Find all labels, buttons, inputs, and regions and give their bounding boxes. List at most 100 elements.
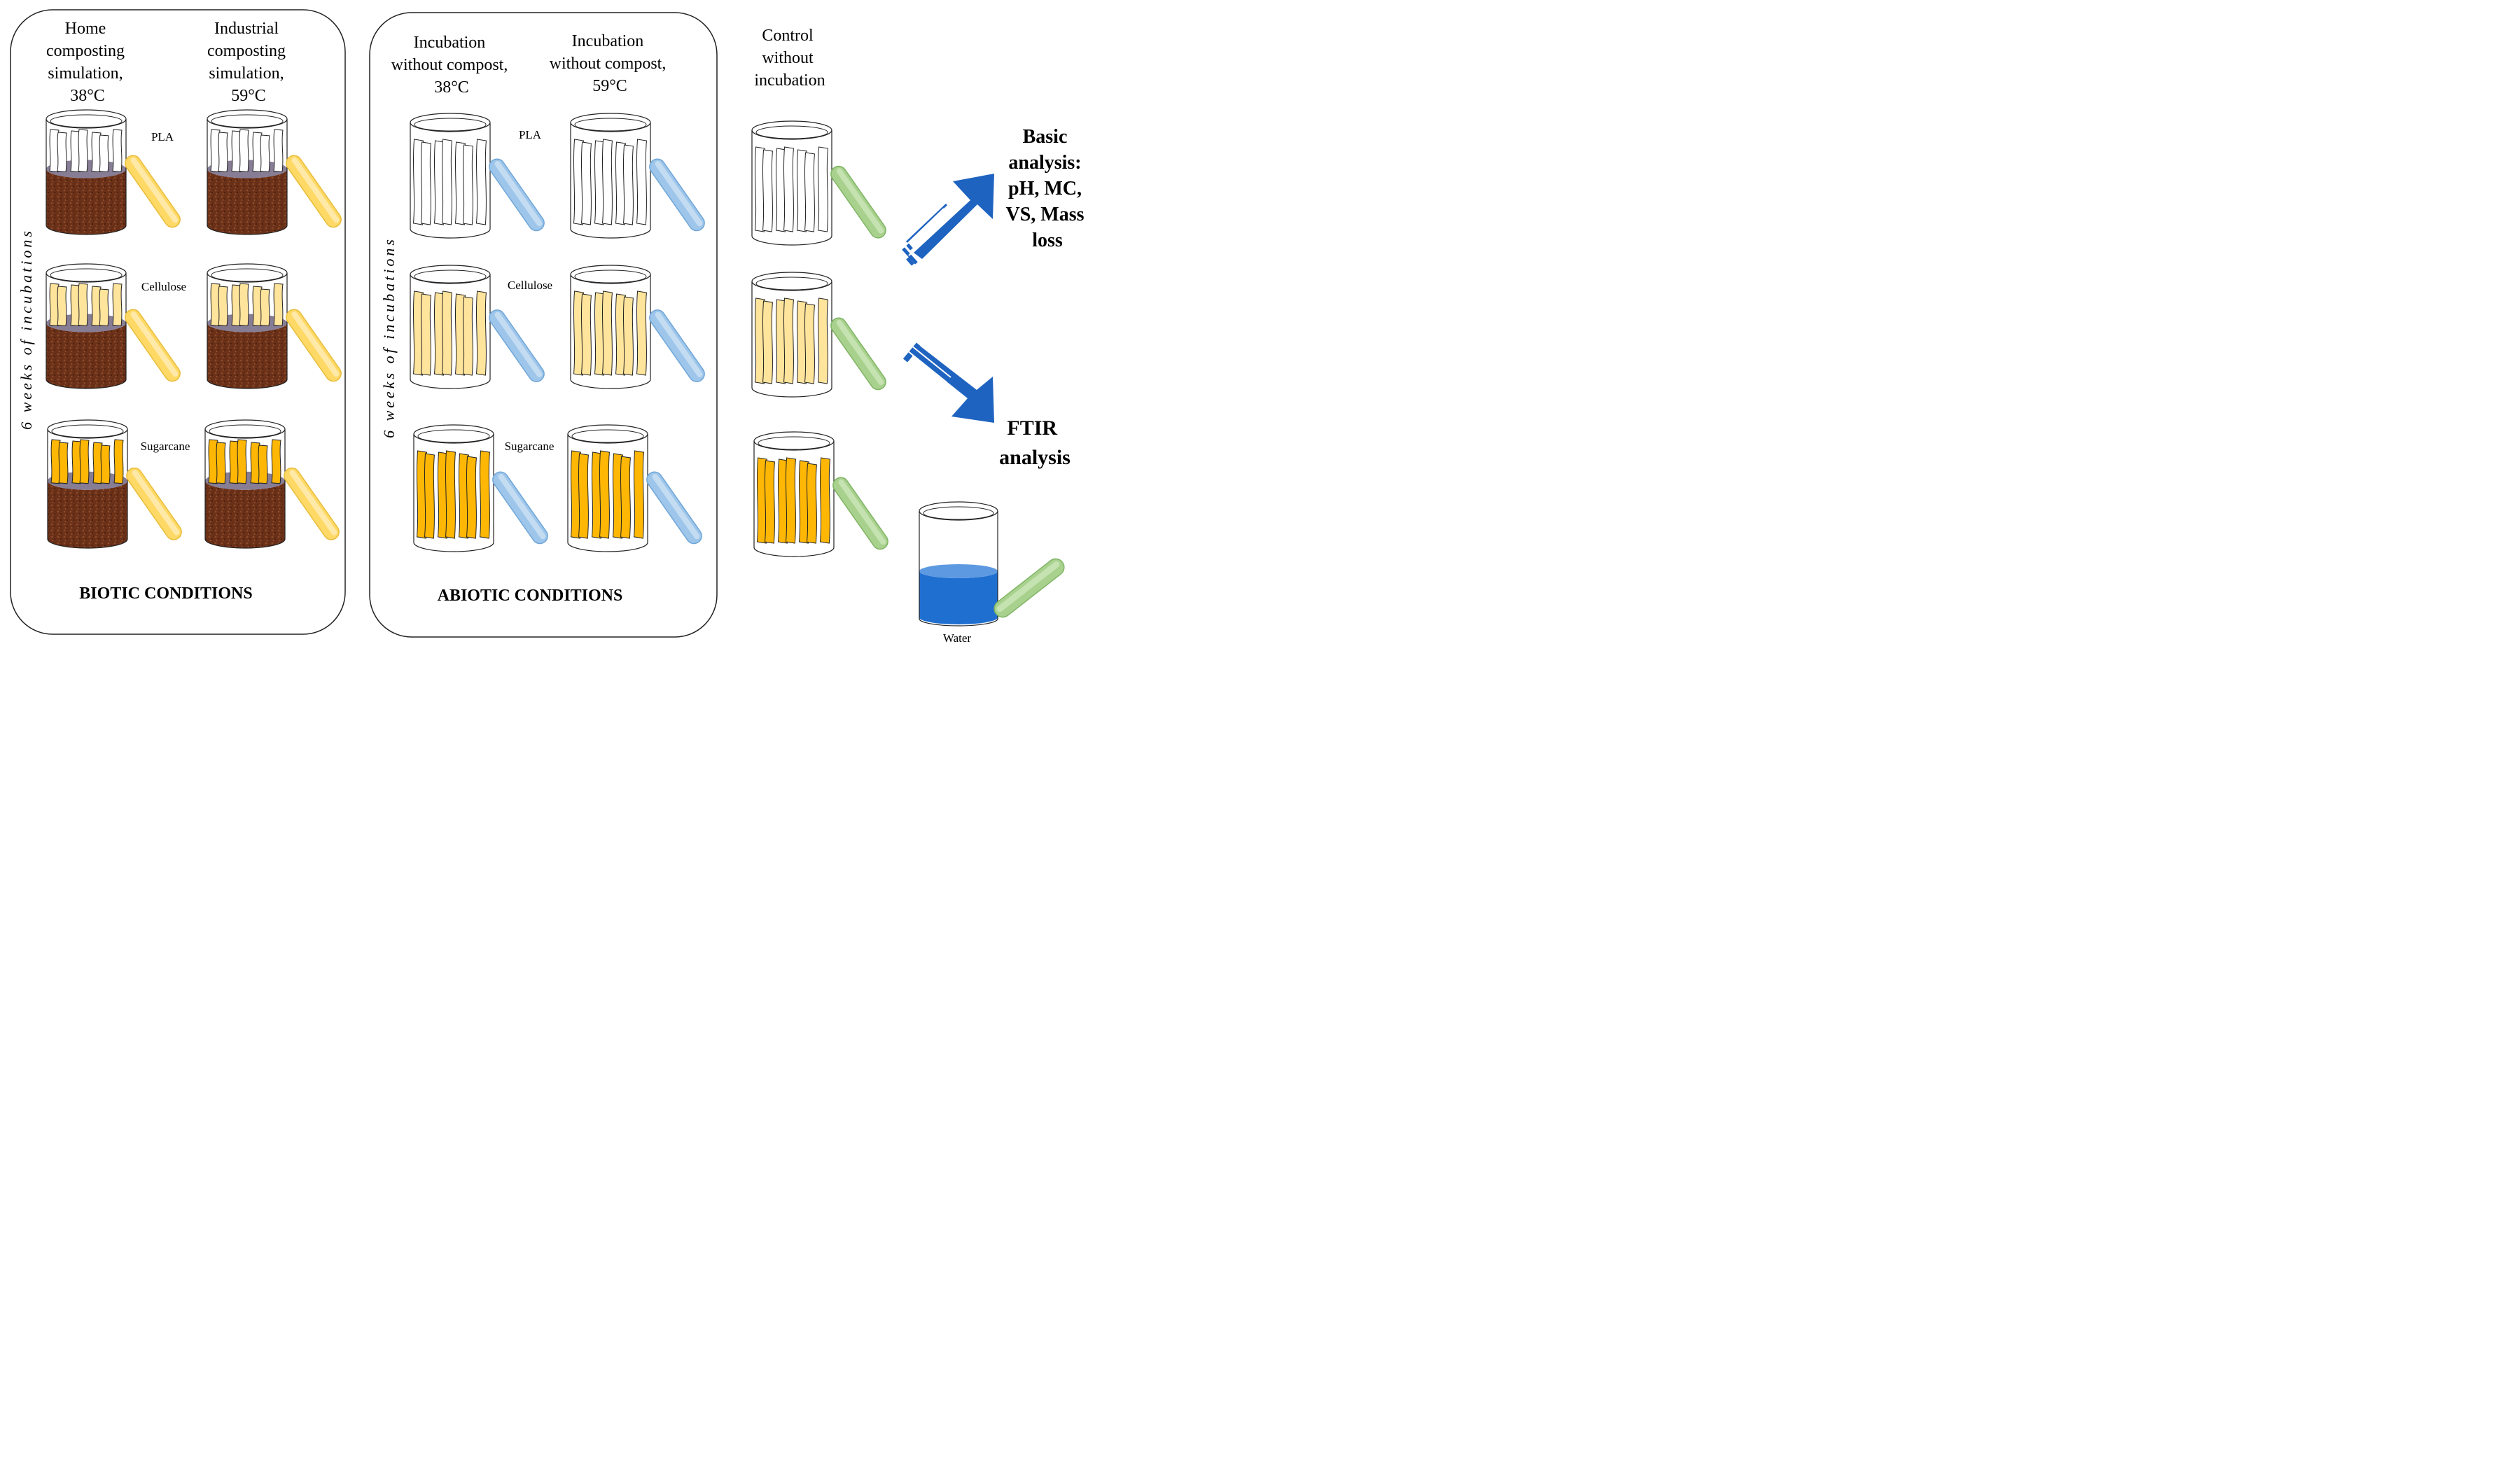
material-label-cellulose-abiotic: Cellulose [508, 279, 552, 292]
biotic-col2-header: Industrial composting simulation, 59°C [207, 20, 290, 105]
sample-strip [113, 439, 124, 484]
material-label-pla-biotic: PLA [151, 130, 174, 144]
sample-strip [424, 452, 435, 540]
sample-strip [622, 296, 634, 376]
jar-abiotic38-sugarcane [413, 424, 548, 552]
sample-strip [462, 144, 474, 225]
jar-home-cellulose [46, 263, 181, 389]
jar-lid [646, 471, 702, 545]
jar-abiotic59-pla [570, 113, 705, 239]
sample-strip [420, 293, 432, 376]
jar-lid [286, 155, 342, 228]
jar-lid [125, 155, 181, 228]
jar-lid [830, 317, 886, 391]
sample-strip [78, 129, 88, 172]
sample-strip [578, 452, 590, 540]
biotic-side-label: 6 weeks of incubations [18, 228, 35, 430]
sample-strip [99, 134, 109, 172]
water-label: Water [943, 631, 971, 645]
sample-strip [239, 129, 249, 172]
sample-strip [99, 288, 109, 326]
sample-strip [819, 456, 831, 545]
ftir-analysis-label: FTIR analysis [999, 416, 1071, 469]
compost-soil [46, 323, 126, 388]
sample-strip [273, 129, 284, 172]
jar-industrial-pla [207, 109, 342, 235]
sample-strip [462, 296, 474, 376]
sample-strip [783, 297, 795, 385]
sample-strip [260, 134, 270, 172]
jar-home-pla [46, 109, 181, 235]
jar-rim [570, 265, 651, 284]
jar-rim [753, 431, 835, 451]
sample-strip [783, 146, 795, 233]
sample-strip [420, 141, 432, 225]
sample-strip [79, 439, 90, 484]
sample-strip [273, 283, 284, 326]
sample-strip [218, 132, 228, 172]
sample-strip [112, 129, 123, 172]
material-label-sugarcane-abiotic: Sugarcane [505, 440, 555, 453]
arrow-to-basic-analysis [902, 174, 994, 266]
jar-lid [649, 158, 705, 232]
jar-lid [284, 467, 340, 540]
jar-rim [46, 109, 127, 129]
sample-strip [580, 141, 592, 225]
jar-control-sugarcane [753, 431, 888, 557]
sample-strip [218, 286, 228, 326]
jar-rim [204, 419, 286, 439]
jar-control-cellulose [751, 272, 886, 398]
jar-control-pla [751, 120, 886, 246]
jar-abiotic59-cellulose [570, 265, 705, 389]
sample-strip [78, 283, 88, 326]
sample-strip [817, 297, 829, 385]
jar-rim [47, 419, 128, 439]
sample-strip [57, 286, 67, 326]
jar-rim [46, 263, 127, 283]
sample-strip [636, 290, 648, 376]
sample-strip [58, 442, 69, 484]
biotic-panel-border [10, 9, 346, 635]
sample-strip [441, 290, 453, 376]
abiotic-panel-border [369, 12, 718, 638]
jar-rim [207, 109, 288, 129]
jar-industrial-cellulose [207, 263, 342, 389]
sample-strip [57, 132, 67, 172]
jar-rim [570, 113, 651, 132]
jar-home-sugarcane [47, 419, 182, 549]
jar-industrial-sugarcane [204, 419, 340, 549]
material-label-pla-abiotic: PLA [519, 128, 542, 141]
compost-soil [205, 480, 285, 548]
jar-rim [751, 272, 832, 291]
sample-strip [239, 283, 249, 326]
sample-strip [260, 288, 270, 326]
sample-strip [112, 283, 123, 326]
jar-lid [649, 309, 705, 382]
control-header: Control without incubation [754, 27, 825, 90]
jar-lid [830, 165, 886, 239]
sample-strip [445, 449, 456, 540]
sample-strip [762, 300, 774, 384]
incubation-diagram: Home composting simulation, 38°C Industr… [10, 9, 1085, 645]
sample-strip [100, 444, 111, 484]
sample-strip [216, 442, 226, 484]
sample-strip [599, 449, 611, 540]
sample-strip [620, 456, 632, 539]
sample-strip [466, 456, 477, 539]
sample-strip [764, 460, 776, 544]
jar-lid [492, 471, 548, 545]
biotic-title: BIOTIC CONDITIONS [79, 584, 252, 603]
abiotic-title: ABIOTIC CONDITIONS [438, 587, 623, 605]
jar-lid [832, 477, 888, 550]
sample-strip [479, 449, 491, 540]
sample-strip [475, 290, 487, 376]
arrow-to-ftir-analysis [902, 342, 994, 423]
sample-strip [271, 439, 281, 484]
jar-lid [489, 309, 545, 382]
sample-strip [785, 456, 797, 545]
abiotic-side-label: 6 weeks of incubations [380, 237, 398, 438]
jar-rim [413, 424, 494, 444]
sample-strip [622, 144, 634, 225]
sample-strip [258, 444, 268, 484]
jar-lid [286, 309, 342, 382]
